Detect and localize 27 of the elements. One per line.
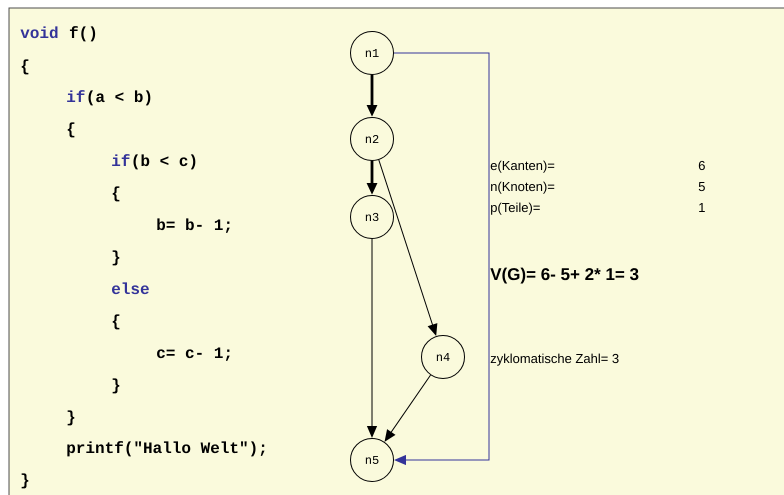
code-text: } — [68, 410, 74, 426]
code-text: } — [22, 473, 28, 488]
code-keyword: if — [67, 90, 85, 102]
code-text: { — [112, 314, 120, 330]
metric-label: n(Knoten)= — [491, 182, 554, 194]
formula-text: V(G)= 6- 5+ 2* 1= 3 — [490, 268, 638, 284]
code-keyword: if — [112, 154, 130, 166]
code-keyword: void — [20, 26, 58, 38]
code-text: printf("Hallo Welt"); — [67, 441, 265, 456]
code-text: f() — [70, 26, 96, 42]
metric-value: 6 — [698, 160, 705, 170]
code-text: (a < b) — [88, 90, 150, 106]
code-text: } — [112, 378, 120, 394]
code-text: } — [112, 250, 120, 266]
code-text: c= c- 1; — [157, 347, 230, 361]
code-text: { — [22, 59, 28, 74]
metric-label: e(Kanten)= — [490, 160, 554, 173]
code-text: (b < c) — [134, 154, 196, 170]
arrow — [394, 52, 490, 466]
code-text: { — [112, 186, 120, 202]
code-text: b= b- 1; — [157, 218, 230, 233]
metric-value: 1 — [699, 203, 705, 212]
code-keyword: else — [112, 282, 149, 294]
metric-label: p(Teile)= — [491, 202, 540, 215]
result-text: zyklomatische Zahl= 3 — [490, 354, 619, 366]
code-text: { — [68, 122, 74, 138]
metric-value: 5 — [698, 182, 705, 192]
